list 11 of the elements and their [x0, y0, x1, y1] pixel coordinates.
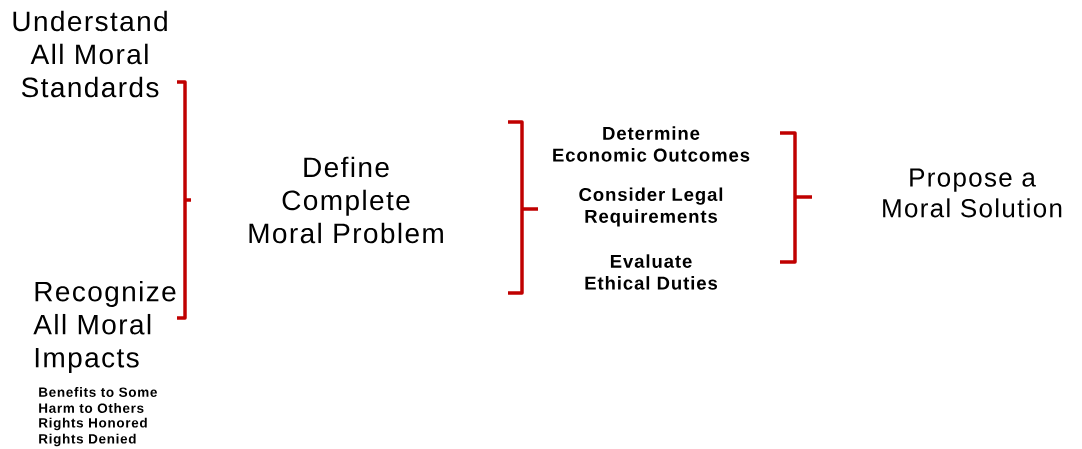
list-item: Rights Denied [39, 433, 136, 447]
step-label: Recognize All Moral Impacts [33, 280, 176, 374]
step-label: Define Complete Moral Problem [249, 156, 443, 244]
step-label: Understand All Moral Standards [13, 10, 167, 98]
step-label: Propose a Moral Solution [883, 168, 1062, 218]
list-item: Benefits to Some [39, 387, 157, 397]
list-item: Rights Honored [39, 417, 147, 431]
list-item: Harm to Others [39, 403, 144, 413]
step-label: Consider Legal Requirements [579, 187, 723, 227]
step-label: Evaluate Ethical Duties [585, 254, 718, 290]
step-label: Determine Economic Outcomes [553, 126, 750, 162]
